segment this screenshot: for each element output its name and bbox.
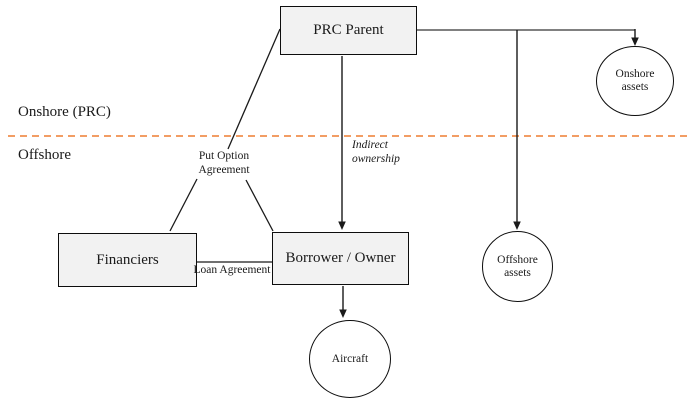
connector-put-option-from-parent <box>227 28 281 150</box>
arrowhead-aircraft-icon <box>339 309 347 318</box>
node-financiers-label: Financiers <box>96 251 159 268</box>
edge-label-put-option-agreement: Put Option Agreement <box>198 150 250 176</box>
arrowhead-onshore-assets-icon <box>631 37 639 46</box>
node-prc-parent: PRC Parent <box>280 6 417 55</box>
node-aircraft-label: Aircraft <box>331 352 369 365</box>
node-financiers: Financiers <box>58 233 197 287</box>
region-label-offshore: Offshore <box>18 147 72 163</box>
connector-put-option-to-borrower <box>245 179 274 232</box>
node-onshore-assets-label: Onshore assets <box>615 68 655 93</box>
node-borrower-owner: Borrower / Owner <box>272 232 409 285</box>
node-offshore-assets: Offshore assets <box>482 231 553 302</box>
arrowhead-offshore-assets-icon <box>513 221 521 230</box>
connector-put-option-to-financiers <box>169 178 198 232</box>
node-aircraft: Aircraft <box>309 320 391 398</box>
region-label-onshore: Onshore (PRC) <box>18 104 111 120</box>
edge-label-indirect-ownership: Indirect ownership <box>352 139 400 165</box>
arrowhead-borrower-icon <box>338 221 346 230</box>
edge-label-loan-agreement: Loan Agreement <box>193 264 271 276</box>
node-onshore-assets: Onshore assets <box>596 46 674 116</box>
node-prc-parent-label: PRC Parent <box>313 22 384 38</box>
node-borrower-owner-label: Borrower / Owner <box>285 250 396 266</box>
node-offshore-assets-label: Offshore assets <box>497 253 538 279</box>
